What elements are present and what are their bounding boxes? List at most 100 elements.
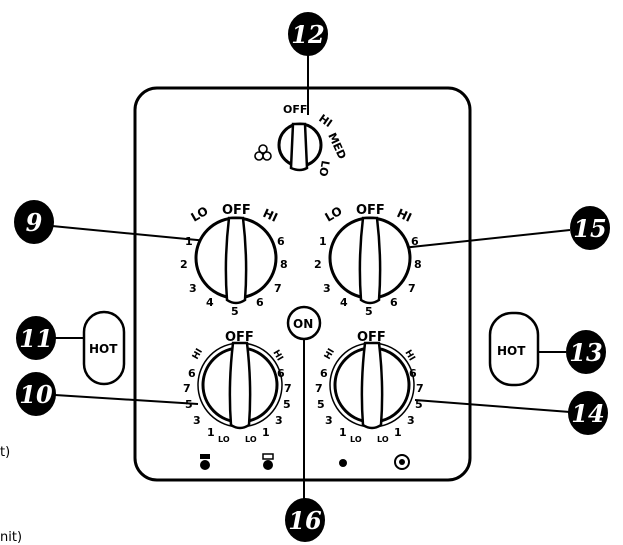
- right-top-knob[interactable]: OFF LO HI 1 2 3 4 5 6 7 8 6: [314, 203, 422, 318]
- right-bottom-knob-right-6: 6: [409, 367, 417, 380]
- left-top-knob-pointer[interactable]: [224, 216, 248, 305]
- right-top-knob-pointer[interactable]: [358, 216, 382, 305]
- right-bottom-knob-pointer[interactable]: [360, 341, 384, 430]
- left-bottom-knob-hi-left: HI: [191, 347, 205, 361]
- small-dot-icon: [339, 459, 347, 467]
- callout-9: 9: [14, 200, 54, 244]
- hot-indicator-right-frame: [488, 311, 540, 387]
- right-bottom-knob[interactable]: OFF HI HI 6 7 5 3 1 LO 6 7 5 3 1 LO: [315, 330, 424, 444]
- right-bottom-knob-off-label: OFF: [357, 330, 386, 345]
- right-top-knob-off-label: OFF: [356, 203, 385, 218]
- on-indicator: ON: [286, 305, 322, 341]
- fan-knob-pointer[interactable]: [289, 122, 309, 172]
- left-top-knob-num-5: 5: [231, 305, 239, 318]
- fan-icon: [254, 144, 272, 161]
- callout-9-number: 9: [26, 208, 43, 237]
- right-bottom-knob-lo-left: LO: [350, 435, 362, 444]
- on-indicator-ring: [286, 305, 322, 341]
- left-bottom-knob-right-7: 7: [284, 382, 292, 395]
- left-bottom-knob-left-7: 7: [183, 382, 191, 395]
- left-bottom-knob-left-1: 1: [207, 426, 215, 439]
- right-bottom-knob-hi-left: HI: [323, 347, 337, 361]
- fan-knob-lo-label: LO: [316, 159, 332, 177]
- left-bottom-knob-hi-right: HI: [270, 349, 284, 363]
- left-top-knob-num-7: 7: [274, 282, 282, 295]
- right-top-knob-num-3: 3: [323, 282, 331, 295]
- hot-indicator-right-label: HOT: [497, 344, 526, 358]
- left-top-knob-hi-label: HI: [261, 206, 280, 225]
- left-top-knob[interactable]: OFF LO HI 1 2 3 4 5 6 7 8 6: [180, 203, 288, 318]
- callout-13-number: 13: [569, 338, 602, 367]
- dual-burner-icon: [262, 453, 274, 470]
- left-bottom-knob-left-6: 6: [188, 367, 196, 380]
- callout-13: 13: [566, 330, 606, 374]
- callout-14-number: 14: [571, 399, 604, 428]
- cropped-text-fragment-a: t): [0, 445, 10, 460]
- right-bottom-knob-right-7: 7: [416, 382, 424, 395]
- cropped-text-fragment-b: nit): [0, 530, 22, 545]
- right-bottom-knob-hi-right: HI: [402, 349, 416, 363]
- right-top-knob-hi-label: HI: [395, 206, 414, 225]
- left-bottom-knob-off-label: OFF: [225, 330, 254, 345]
- hot-indicator-left-frame: [82, 310, 126, 386]
- left-bottom-knob-right-6: 6: [277, 367, 285, 380]
- left-top-knob-num-2: 2: [180, 258, 188, 271]
- callout-10-leader: [54, 394, 199, 405]
- callout-12: 12: [288, 12, 328, 56]
- callout-10: 10: [16, 372, 56, 416]
- left-bottom-knob-pointer[interactable]: [228, 341, 252, 430]
- callout-10-number: 10: [19, 380, 53, 409]
- right-top-knob-num-1: 1: [319, 235, 327, 248]
- on-indicator-label: ON: [293, 317, 313, 331]
- fan-knob[interactable]: OFF HI MED LO: [254, 103, 349, 177]
- right-bottom-knob-left-5: 5: [317, 398, 325, 411]
- right-top-knob-num-5: 5: [365, 305, 373, 318]
- right-bottom-knob-left-1: 1: [339, 426, 347, 439]
- callout-11: 11: [16, 316, 56, 360]
- right-bottom-knob-left-7: 7: [315, 382, 323, 395]
- callout-15-leader: [401, 229, 571, 249]
- fan-knob-off-label: OFF: [283, 103, 307, 116]
- left-bottom-knob-right-5: 5: [283, 398, 291, 411]
- hot-indicator-left: HOT: [82, 310, 126, 386]
- single-burner-icon: [200, 454, 210, 470]
- callout-16: 16: [285, 498, 325, 542]
- left-bottom-knob-right-3: 3: [275, 414, 283, 427]
- left-bottom-knob[interactable]: OFF HI HI 6 7 5 3 1 LO 6 7 5 3 1 LO: [183, 330, 292, 444]
- right-bottom-knob-right-3: 3: [407, 414, 415, 427]
- callout-9-leader: [51, 225, 219, 243]
- left-top-knob-num-3: 3: [189, 282, 197, 295]
- callout-16-number: 16: [288, 506, 322, 535]
- left-bottom-knob-left-5: 5: [185, 398, 193, 411]
- right-bottom-knob-right-1: 1: [394, 426, 402, 439]
- right-top-knob-num-7: 7: [408, 282, 416, 295]
- callout-12-number: 12: [291, 20, 324, 49]
- left-top-knob-off-label: OFF: [222, 203, 251, 218]
- right-top-knob-num-6a: 6: [411, 235, 419, 248]
- left-bottom-knob-lo-right: LO: [245, 435, 257, 444]
- left-top-knob-num-6b: 6: [256, 296, 264, 309]
- right-bottom-knob-left-6: 6: [320, 367, 328, 380]
- right-bottom-knob-lo-right: LO: [377, 435, 389, 444]
- left-top-knob-num-4: 4: [206, 296, 214, 309]
- right-top-knob-num-8: 8: [414, 258, 422, 271]
- callout-14: 14: [568, 391, 608, 435]
- hot-indicator-left-label: HOT: [89, 342, 118, 356]
- callout-15-number: 15: [573, 214, 606, 243]
- right-top-knob-num-6b: 6: [390, 296, 398, 309]
- callout-11-number: 11: [19, 324, 52, 353]
- left-top-knob-num-1: 1: [185, 235, 193, 248]
- left-top-knob-num-8: 8: [280, 258, 288, 271]
- left-bottom-knob-right-1: 1: [262, 426, 270, 439]
- right-top-knob-num-2: 2: [314, 258, 322, 271]
- left-bottom-knob-lo-left: LO: [218, 435, 230, 444]
- fan-knob-hi-label: HI: [316, 112, 334, 130]
- right-bottom-knob-right-5: 5: [415, 398, 423, 411]
- callout-15: 15: [570, 206, 610, 250]
- hot-indicator-right: HOT: [488, 311, 540, 387]
- right-top-knob-num-4: 4: [340, 296, 348, 309]
- left-bottom-knob-left-3: 3: [193, 414, 201, 427]
- left-top-knob-num-6a: 6: [277, 235, 285, 248]
- right-bottom-knob-left-3: 3: [325, 414, 333, 427]
